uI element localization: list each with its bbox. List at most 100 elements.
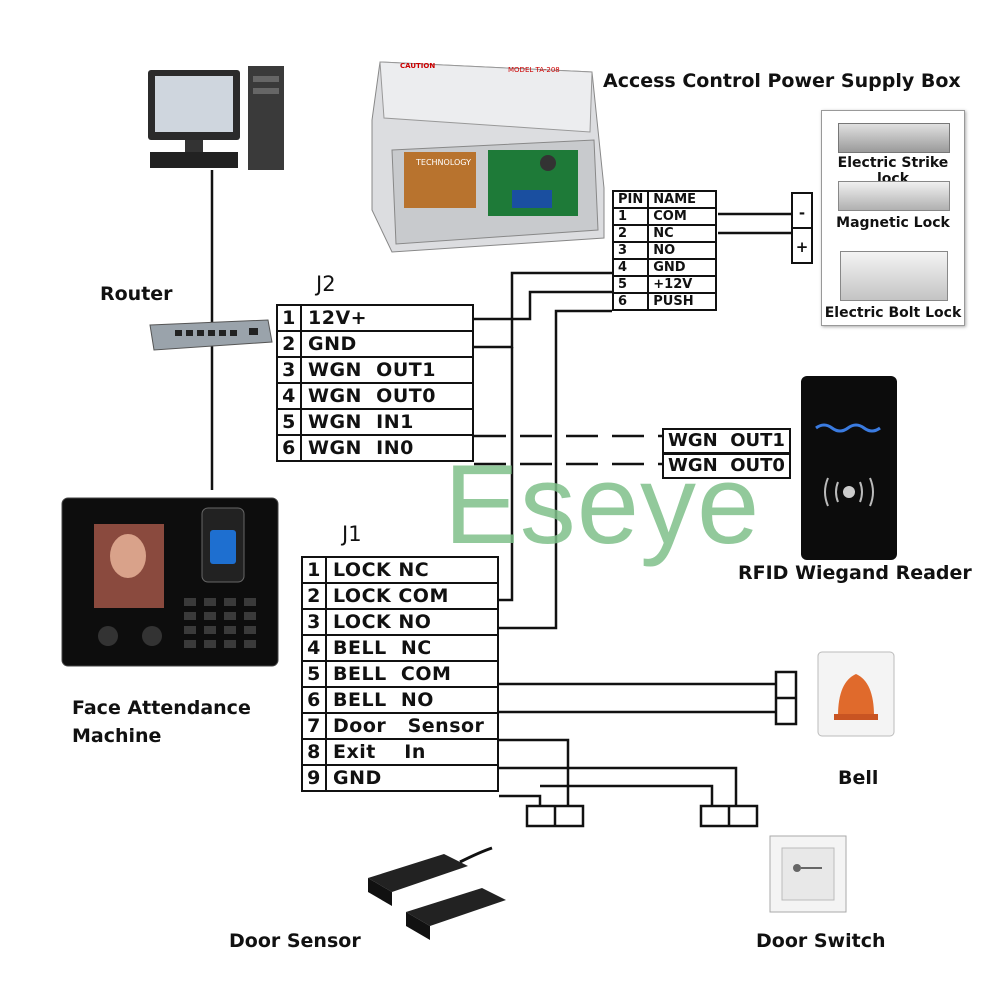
wire-lock-com [499,347,514,602]
psu-pin-name: PUSH [647,292,718,311]
wire-door-sensor [499,738,570,806]
face-attendance-device [61,497,279,667]
j2-pin-number: 1 [276,304,302,332]
magnetic-lock-label: Magnetic Lock [836,215,950,231]
j2-pin-label: GND [300,330,474,358]
electric-strike-lock-icon [838,123,950,153]
j1-pin-label: Exit In [325,738,499,766]
router-label: Router [100,283,173,305]
power-supply-box [371,61,605,253]
electric-bolt-lock-icon [840,251,948,301]
j1-pin-label: BELL NC [325,634,499,662]
door-switch-label: Door Switch [756,930,886,952]
psu-pin-name: +12V [647,275,718,294]
pin-header: PIN [611,190,650,209]
wire-gnd-sensor [499,794,542,806]
psu-pin-number: 5 [611,275,650,294]
door-sensor-icon [368,846,506,940]
door-switch-icon [769,835,847,913]
polarity-minus: - [798,204,806,222]
j1-pin-number: 1 [301,556,327,584]
polarity-plus: + [795,238,809,256]
j1-pin-number: 2 [301,582,327,610]
j1-pin-number: 5 [301,660,327,688]
psu-pin-name: NC [647,224,718,243]
j1-pin-label: LOCK NC [325,556,499,584]
bell-label: Bell [838,767,879,789]
j2-pin-number: 6 [276,434,302,462]
j1-pin-label: BELL COM [325,660,499,688]
psu-pin-row: 5+12V [611,275,718,294]
name-header: NAME [647,190,718,209]
j1-pin-number: 3 [301,608,327,636]
j2-title: J2 [316,272,336,296]
psu-pin-number: 1 [611,207,650,226]
psu-pin-number: 3 [611,241,650,260]
j1-pin-number: 7 [301,712,327,740]
j1-pin-label: LOCK COM [325,582,499,610]
j1-pin-label: BELL NO [325,686,499,714]
psu-caution-text: CAUTION [400,62,436,70]
face-machine-label: Face Attendance Machine [72,697,251,747]
psu-technology-text: TECHNOLOGY [416,158,471,167]
locks-panel: Electric Strike lock Magnetic Lock Elect… [821,110,965,326]
bell-icon [817,651,895,737]
j2-pin-label: WGN IN0 [300,434,474,462]
wire-12v [474,290,612,321]
wire-exit [499,766,738,806]
j2-pin-number: 5 [276,408,302,436]
j2-pin-number: 2 [276,330,302,358]
psu-pin-name: GND [647,258,718,277]
j1-pin-label: Door Sensor [325,712,499,740]
magnetic-lock-icon [838,181,950,211]
wire-gnd [474,271,612,349]
j1-pin-number: 6 [301,686,327,714]
psu-pin-header: PIN NAME [611,190,718,209]
door-sensor-label: Door Sensor [229,930,361,952]
psu-pin-name: COM [647,207,718,226]
wiegand-out0-label: WGN OUT0 [662,453,791,479]
j1-pin-label: LOCK NO [325,608,499,636]
lock-polarity-block: - + [791,192,813,264]
rfid-label: RFID Wiegand Reader [738,562,972,584]
wire-lock-no [499,309,612,630]
psu-pin-number: 6 [611,292,650,311]
j1-title: J1 [342,522,362,546]
psu-model-text: MODEL TA-208 [508,66,560,74]
psu-pin-number: 2 [611,224,650,243]
wire-gnd-switch [540,784,714,806]
j2-pin-label: 12V+ [300,304,474,332]
j1-pin-number: 9 [301,764,327,792]
j1-pin-number: 4 [301,634,327,662]
computer-icon [148,66,284,170]
j2-pin-number: 4 [276,382,302,410]
electric-bolt-lock-label: Electric Bolt Lock [824,305,962,321]
j2-pin-number: 3 [276,356,302,384]
j2-pin-label: WGN IN1 [300,408,474,436]
psu-pin-number: 4 [611,258,650,277]
rfid-reader-icon [801,376,897,560]
j2-pin-label: WGN OUT1 [300,356,474,384]
